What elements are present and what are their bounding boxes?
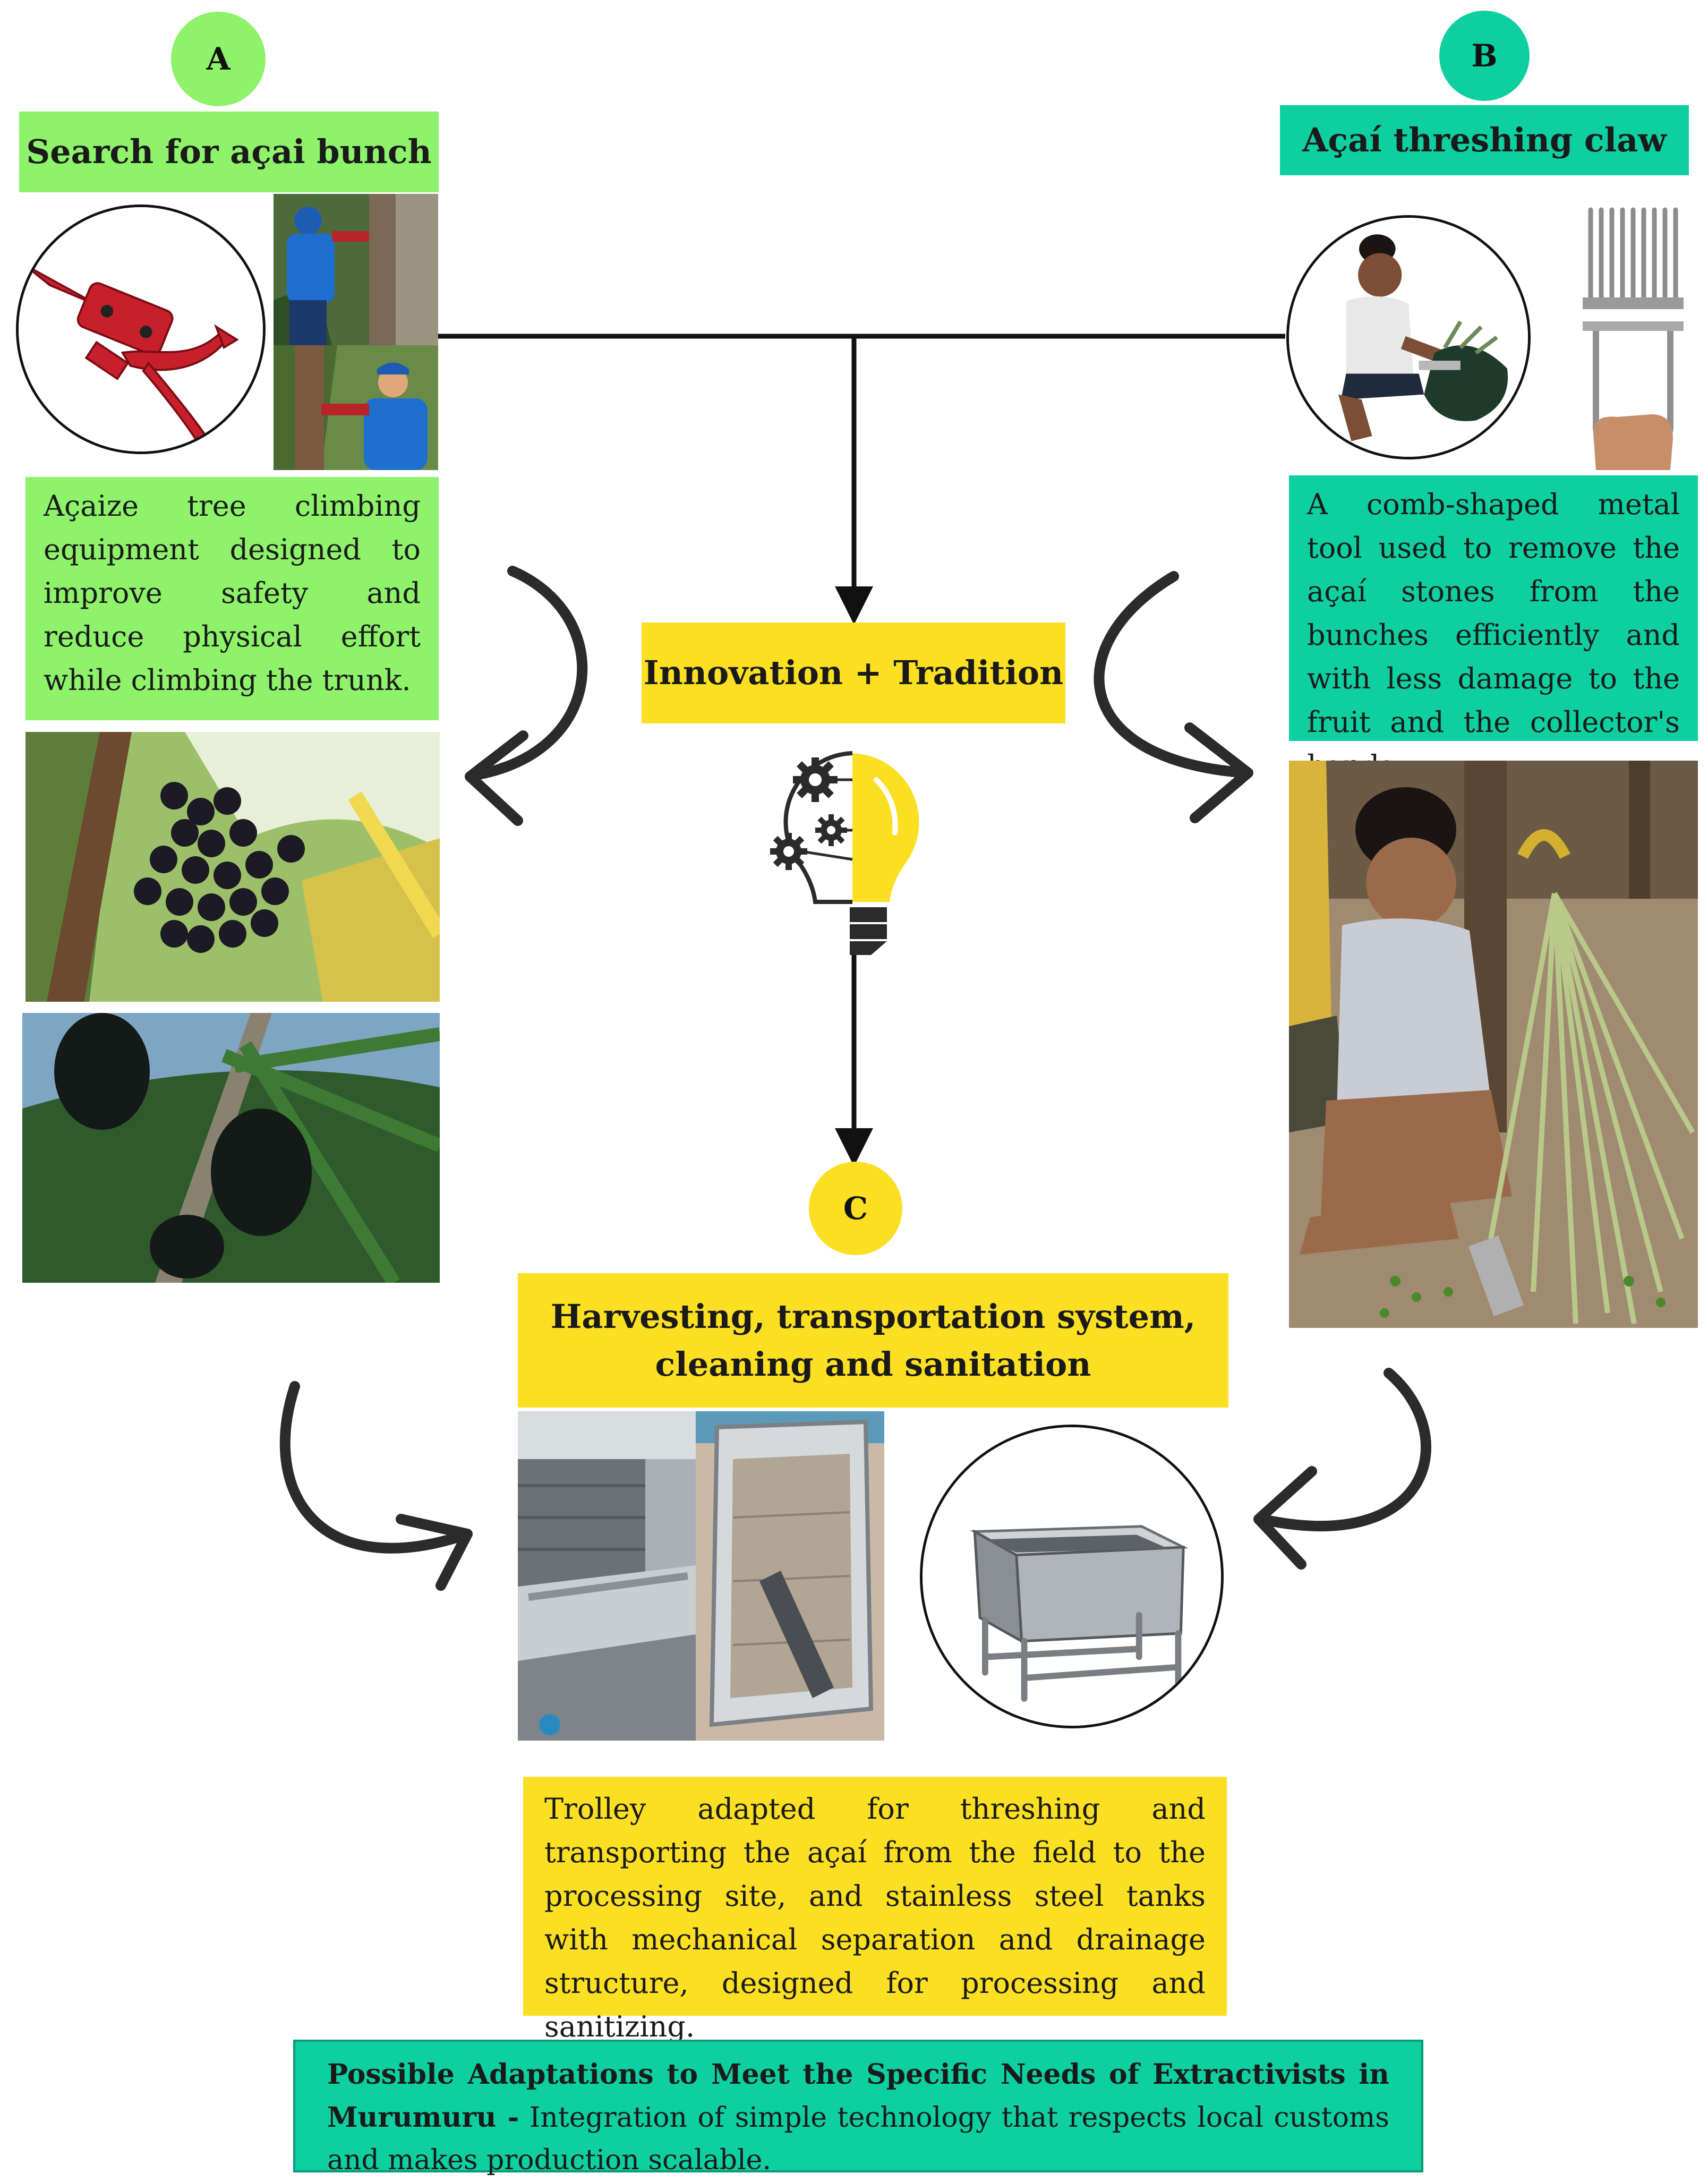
climber-photo-top: [274, 194, 438, 345]
curved-arrow-left-lower: [279, 1381, 470, 1554]
section-c-title: Harvesting, transportation system, clean…: [518, 1273, 1228, 1408]
climbing-equipment-photo: [16, 204, 266, 454]
trolley-photo-right: [696, 1411, 884, 1741]
lightbulb-gears-icon: [770, 751, 919, 955]
section-a-description: Açaize tree climbing equipment designed …: [25, 477, 439, 720]
section-c-description: Trolley adapted for threshing and transp…: [523, 1777, 1227, 2043]
acai-bunch-photo-2: [22, 1013, 440, 1283]
section-b-title: Açaí threshing claw: [1280, 105, 1689, 175]
steel-tank-icon: [923, 1427, 1221, 1726]
climbing-equipment-icon: [19, 207, 263, 451]
section-a-marker: A: [171, 12, 266, 106]
section-b-description: A comb-shaped metal tool used to remove …: [1289, 475, 1698, 782]
threshing-claw-tool: [1572, 204, 1689, 473]
section-c-title-line1: Harvesting, transportation system,: [550, 1297, 1196, 1336]
curved-arrow-right-lower: [1256, 1368, 1431, 1531]
footer-text: Integration of simple technology that re…: [327, 2101, 1389, 2177]
section-c-title-line2: cleaning and sanitation: [655, 1344, 1091, 1384]
center-title: Innovation + Tradition: [642, 623, 1065, 723]
threshing-woman-photo: [1286, 215, 1531, 459]
threshing-action-photo: [1289, 761, 1698, 1328]
trolley-photo-left: [518, 1411, 696, 1741]
climber-photo-bottom: [274, 345, 438, 470]
lightbulb-gears: [765, 732, 951, 955]
curved-arrow-right-upper: [1094, 571, 1251, 778]
threshing-claw-icon: [1572, 204, 1689, 473]
curved-arrow-left-upper: [467, 566, 588, 781]
section-b-marker: B: [1439, 11, 1530, 101]
section-c-marker: C: [809, 1162, 902, 1255]
footer-box: Possible Adaptations to Meet the Specifi…: [293, 2040, 1423, 2176]
steel-tank-photo: [920, 1425, 1224, 1728]
footer-bold-text: Possible Adaptations to Meet the Specifi…: [327, 2058, 1389, 2134]
acai-bunch-photo-1: [25, 732, 440, 1002]
section-a-title: Search for açai bunch: [19, 112, 439, 192]
